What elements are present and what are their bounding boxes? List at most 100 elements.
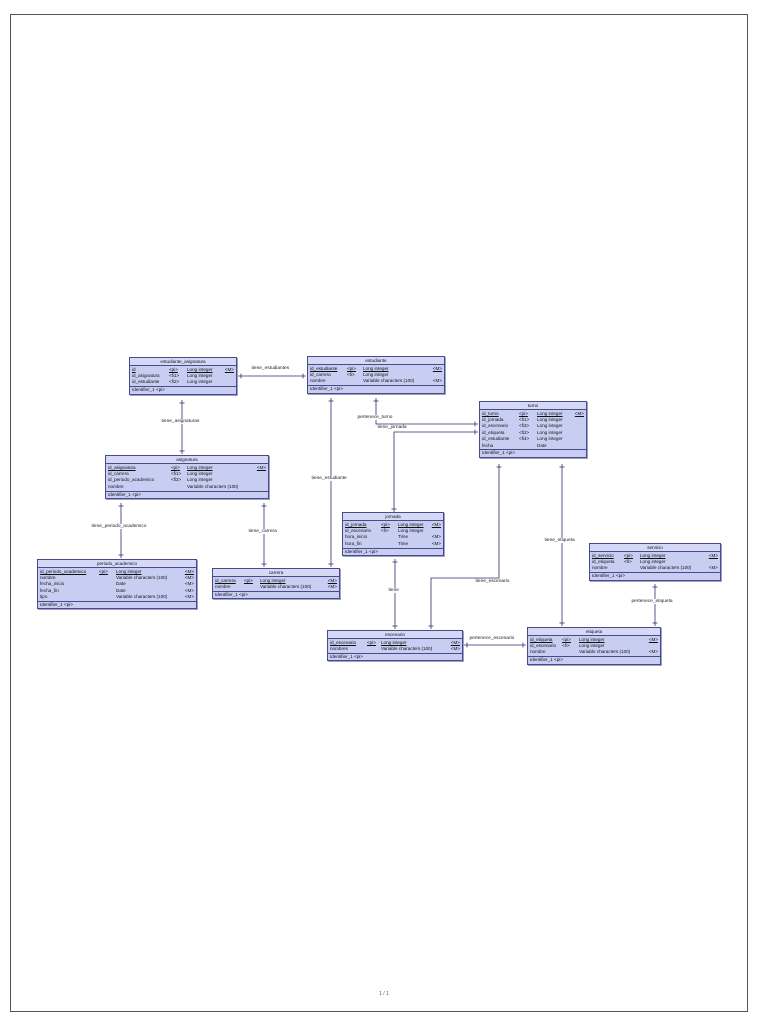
attribute-key: <pi> [99,568,108,574]
attribute-mandatory: <M> [184,594,194,600]
attribute-name: id_estudiante [310,365,338,371]
attribute-list: id_turno<pi>Long integer<M>id_jornada<fi… [480,410,586,449]
attribute-mandatory: <M> [648,649,658,655]
attribute-list: id<pi>Long integer<M>id_asignatura<fi1>L… [130,366,236,386]
attribute-row: id_estudiante<pi>Long integer<M> [308,366,444,372]
relationship-label-tiene-carrera: tiene_carrera [248,529,278,534]
attribute-name: fecha [482,442,494,448]
entity-identifier: Identifier_1 <pi> [328,652,462,660]
attribute-type: Long integer [537,423,563,429]
attribute-key [367,646,381,652]
attribute-mandatory: <M> [224,366,234,372]
entity-identifier: Identifier_1 <pi> [106,490,268,498]
attribute-row: id_etiqueta<pi>Long integer<M> [528,637,660,643]
attribute-key: <fi> [381,527,389,533]
attribute-type: Long integer [187,366,213,372]
relationship-label-tiene-estudiante: tiene_estudiante [311,476,348,481]
attribute-name: fecha_fin [40,587,59,593]
attribute-list: id_periodo_academico<pi>Long integer<M>n… [38,568,196,601]
attribute-key [562,649,579,655]
attribute-type: Long integer [398,527,424,533]
attribute-list: id_jornada<pi>Long integer<M>id_escenari… [343,521,443,548]
attribute-name: fecha_inicio [40,581,65,587]
attribute-mandatory: <M> [431,534,441,540]
attribute-row: id_asignatura<pi>Long integer<M> [106,465,268,471]
attribute-name: id_jornada [345,521,367,527]
attribute-type: Variable characters (100) [381,645,433,651]
attribute-list: id_etiqueta<pi>Long integer<M>id_escenar… [528,636,660,656]
attribute-name: id_escenario [345,527,372,533]
attribute-type: Date [537,442,547,448]
attribute-type: Long integer [579,636,605,642]
page-number: 1 / 1 [379,991,389,997]
relationship-line [375,398,478,425]
attribute-name: id_etiqueta [592,558,615,564]
attribute-key [381,541,398,547]
attribute-row: id_periodo_academico<pi>Long integer<M> [38,569,196,575]
entity-title: asignatura [106,456,268,464]
attribute-key: <fi1> [519,416,530,422]
attribute-type: Long integer [579,642,605,648]
attribute-type: Long integer [381,639,407,645]
attribute-row: id_escenario<fi>Long integer [528,643,660,649]
relationship-label-tiene: tiene [388,588,400,593]
attribute-mandatory: <M> [708,565,718,571]
attribute-name: tipo [40,594,48,600]
entity-title: etiqueta [528,628,660,636]
attribute-type: Long integer [537,429,563,435]
attribute-row: id_escenario<pi>Long integer<M> [328,640,462,646]
attribute-key: <fi> [347,371,355,377]
attribute-type: Variable characters (100) [187,483,239,489]
relationship-label-pertenece-escenario: pertenece_escenario [469,636,515,641]
attribute-type: Long integer [640,552,666,558]
attribute-type: Long integer [187,372,213,378]
attribute-type: Long integer [363,371,389,377]
relationship-label-pertenece-etiqueta: pertenece_etiqueta [631,599,674,604]
attribute-key: <pi> [171,464,180,470]
attribute-name: nombre [592,565,608,571]
attribute-type: Variable characters (100) [116,594,168,600]
entity-identifier: Identifier_1 <pi> [38,601,196,608]
attribute-row: id_carrera <fi> Long integer [308,372,444,378]
attribute-name: nombre [215,583,231,589]
relationship-label-tiene-etiqueta: tiene_etiqueta [544,538,576,543]
attribute-name: id_carrera [310,371,331,377]
attribute-key [624,565,640,571]
attribute-mandatory [222,379,234,385]
attribute-type: Date [116,581,126,587]
relationship-label-tiene-jornada: tiene_jornada [377,425,408,430]
entity-title: escenario [328,631,462,639]
attribute-type: Date [116,587,126,593]
entity-identifier: Identifier_1 <pi> [343,547,443,555]
attribute-list: id_estudiante<pi>Long integer<M>id_carre… [308,365,444,385]
attribute-mandatory: <M> [184,574,194,580]
attribute-key: <fi> [562,642,570,648]
attribute-mandatory: <M> [327,583,337,589]
entity-title: periodo_academico [38,560,196,568]
attribute-mandatory: <M> [708,552,718,558]
attribute-row: fecha Date [480,443,586,449]
attribute-key: <fi1> [171,470,182,476]
attribute-type: Variable characters (100) [363,378,415,384]
attribute-mandatory [572,443,584,449]
attribute-mandatory: <M> [431,521,441,527]
